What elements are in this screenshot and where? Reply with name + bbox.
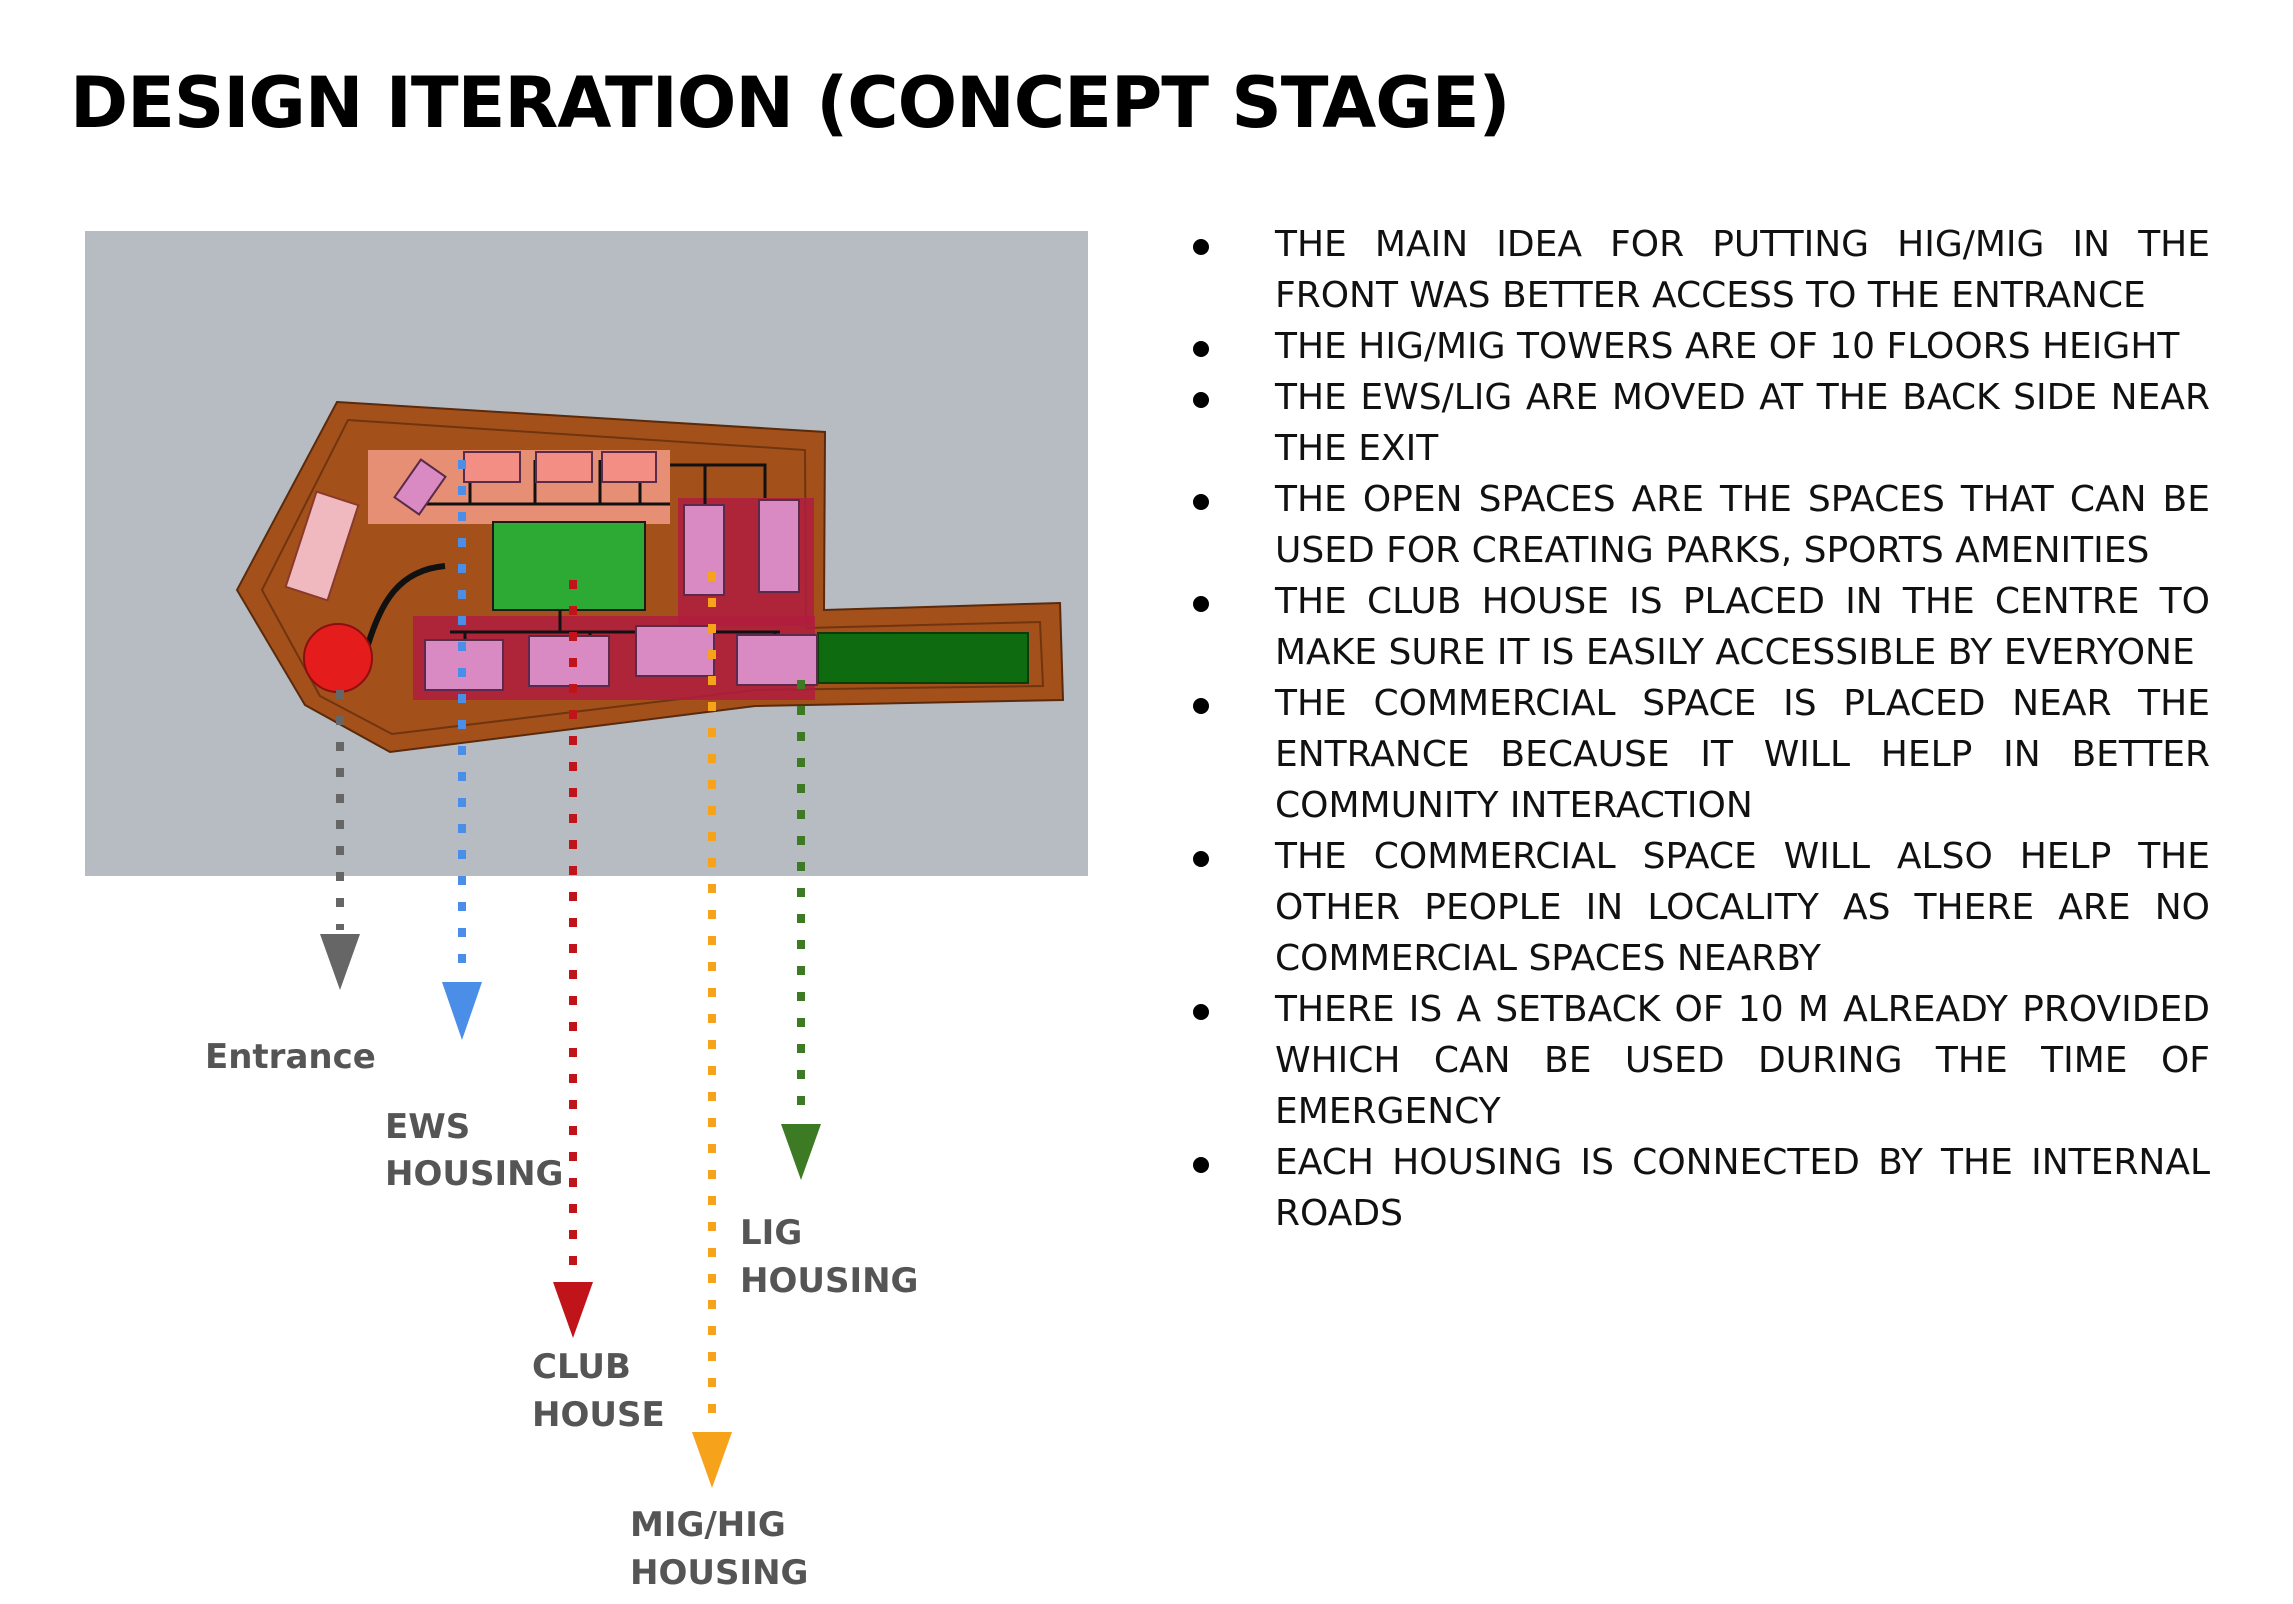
note-item: THE COMMERCIAL SPACE IS PLACED NEAR THE …	[1185, 678, 2210, 831]
label-club-line1: CLUB	[532, 1347, 631, 1387]
left-block	[284, 490, 360, 602]
note-item: THERE IS A SETBACK OF 10 M ALREADY PROVI…	[1185, 984, 2210, 1137]
label-lig-line2: HOUSING	[740, 1261, 918, 1301]
tower-lig-1	[683, 504, 725, 596]
legend-arrowheads	[320, 934, 821, 1488]
arrowhead-ews	[442, 982, 482, 1040]
label-lig-line1: LIG	[740, 1213, 802, 1253]
legend-arrows	[336, 460, 805, 1430]
note-item: THE HIG/MIG TOWERS ARE OF 10 FLOORS HEIG…	[1185, 321, 2210, 372]
tower-ews-3	[535, 451, 593, 483]
label-ews-line1: EWS	[385, 1107, 470, 1147]
label-entrance: Entrance	[205, 1037, 376, 1077]
tower-ews-2	[463, 451, 521, 483]
tower-lig-6	[736, 634, 818, 686]
entrance-circle	[303, 623, 373, 693]
label-club-line2: HOUSE	[532, 1395, 665, 1435]
note-item: THE OPEN SPACES ARE THE SPACES THAT CAN …	[1185, 474, 2210, 576]
note-item: EACH HOUSING IS CONNECTED BY THE INTERNA…	[1185, 1137, 2210, 1239]
label-ews-line2: HOUSING	[385, 1154, 563, 1194]
access-road	[362, 563, 446, 656]
tower-ews-1	[393, 458, 447, 516]
label-mighig-line2: HOUSING	[630, 1553, 808, 1593]
tower-ews-4	[601, 451, 657, 483]
design-notes-list: THE MAIN IDEA FOR PUTTING HIG/MIG IN THE…	[1185, 219, 2210, 1239]
note-item: THE MAIN IDEA FOR PUTTING HIG/MIG IN THE…	[1185, 219, 2210, 321]
label-mighig-line1: MIG/HIG	[630, 1505, 786, 1545]
open-space	[492, 521, 646, 611]
arrowhead-entrance	[320, 934, 360, 990]
towers	[393, 451, 818, 691]
tower-lig-5	[635, 625, 715, 677]
arrowhead-lig	[781, 1124, 821, 1180]
note-item: THE EWS/LIG ARE MOVED AT THE BACK SIDE N…	[1185, 372, 2210, 474]
tower-lig-2	[758, 499, 800, 593]
arrowhead-club	[553, 1282, 593, 1338]
arrowhead-mighig	[692, 1432, 732, 1488]
commercial-strip	[817, 632, 1029, 684]
note-item: THE COMMERCIAL SPACE WILL ALSO HELP THE …	[1185, 831, 2210, 984]
site-plan-diagram: Entrance EWS HOUSING CLUB HOUSE MIG/HIG …	[85, 231, 1088, 1593]
note-item: THE CLUB HOUSE IS PLACED IN THE CENTRE T…	[1185, 576, 2210, 678]
page-title: DESIGN ITERATION (CONCEPT STAGE)	[70, 62, 1511, 144]
